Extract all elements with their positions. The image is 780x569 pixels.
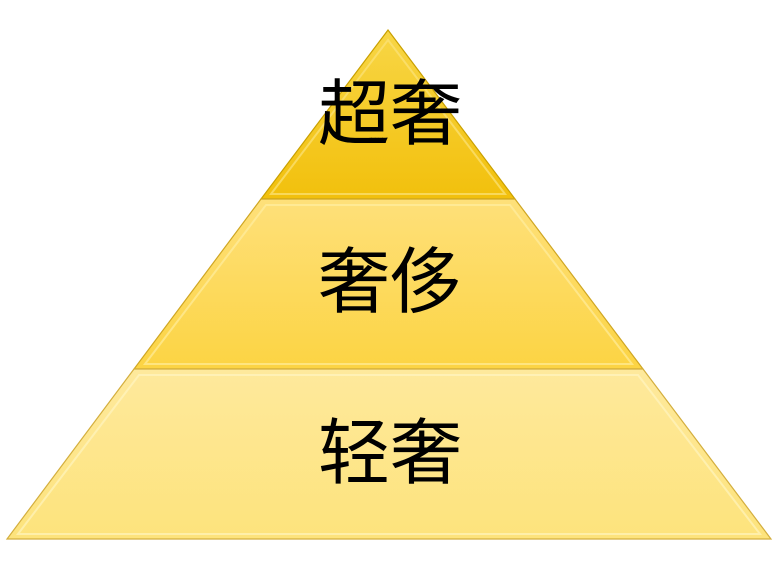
tier-label-bottom: 轻奢 xyxy=(317,411,462,495)
tier-label-middle: 奢侈 xyxy=(317,240,462,324)
tier-label-top: 超奢 xyxy=(317,72,462,156)
tier-bottom xyxy=(5,368,773,540)
